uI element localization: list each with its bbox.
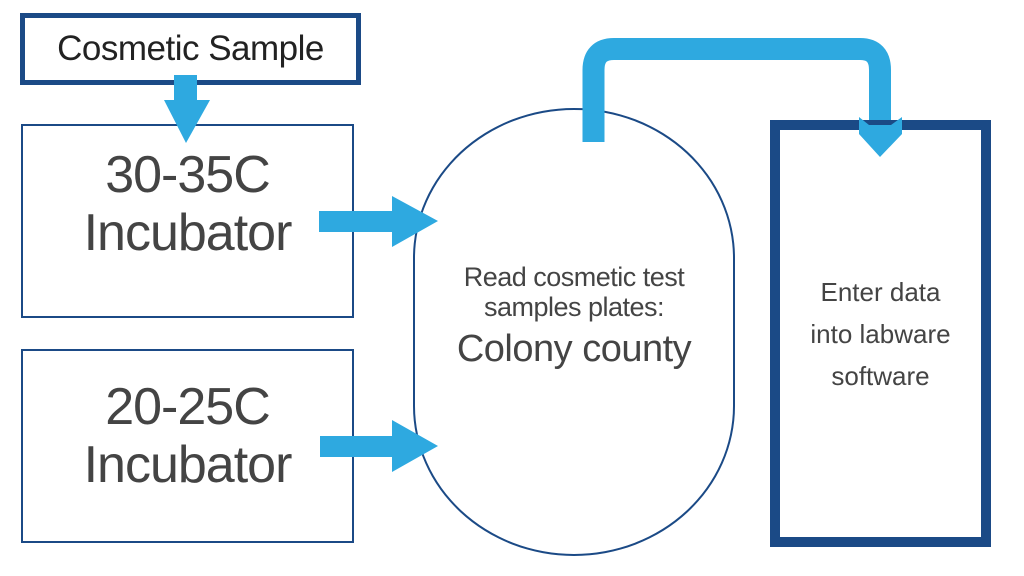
incubator-30-35c-temp: 30-35C xyxy=(105,146,271,204)
incubator-30-35c-label: Incubator xyxy=(83,204,293,262)
cosmetic-sample-node: Cosmetic Sample xyxy=(20,13,361,85)
incubator-20-25c-label: Incubator xyxy=(83,436,293,494)
read-plates-line-1: Read cosmetic test xyxy=(463,262,685,292)
read-plates-line-3: Colony county xyxy=(456,328,692,370)
read-plates-line-2: samples plates: xyxy=(483,292,665,322)
data-entry-node: Enter data into labware software xyxy=(770,120,991,547)
data-entry-line-3: software xyxy=(831,360,930,391)
cosmetic-sample-label: Cosmetic Sample xyxy=(57,29,324,68)
incubator-20-25c-node: 20-25C Incubator xyxy=(21,349,354,543)
incubator-30-35c-node: 30-35C Incubator xyxy=(21,124,354,318)
incubator-20-25c-temp: 20-25C xyxy=(105,378,271,436)
read-plates-node: Read cosmetic test samples plates: Colon… xyxy=(413,108,735,556)
data-entry-line-1: Enter data xyxy=(820,276,941,307)
data-entry-line-2: into labware xyxy=(810,318,951,349)
